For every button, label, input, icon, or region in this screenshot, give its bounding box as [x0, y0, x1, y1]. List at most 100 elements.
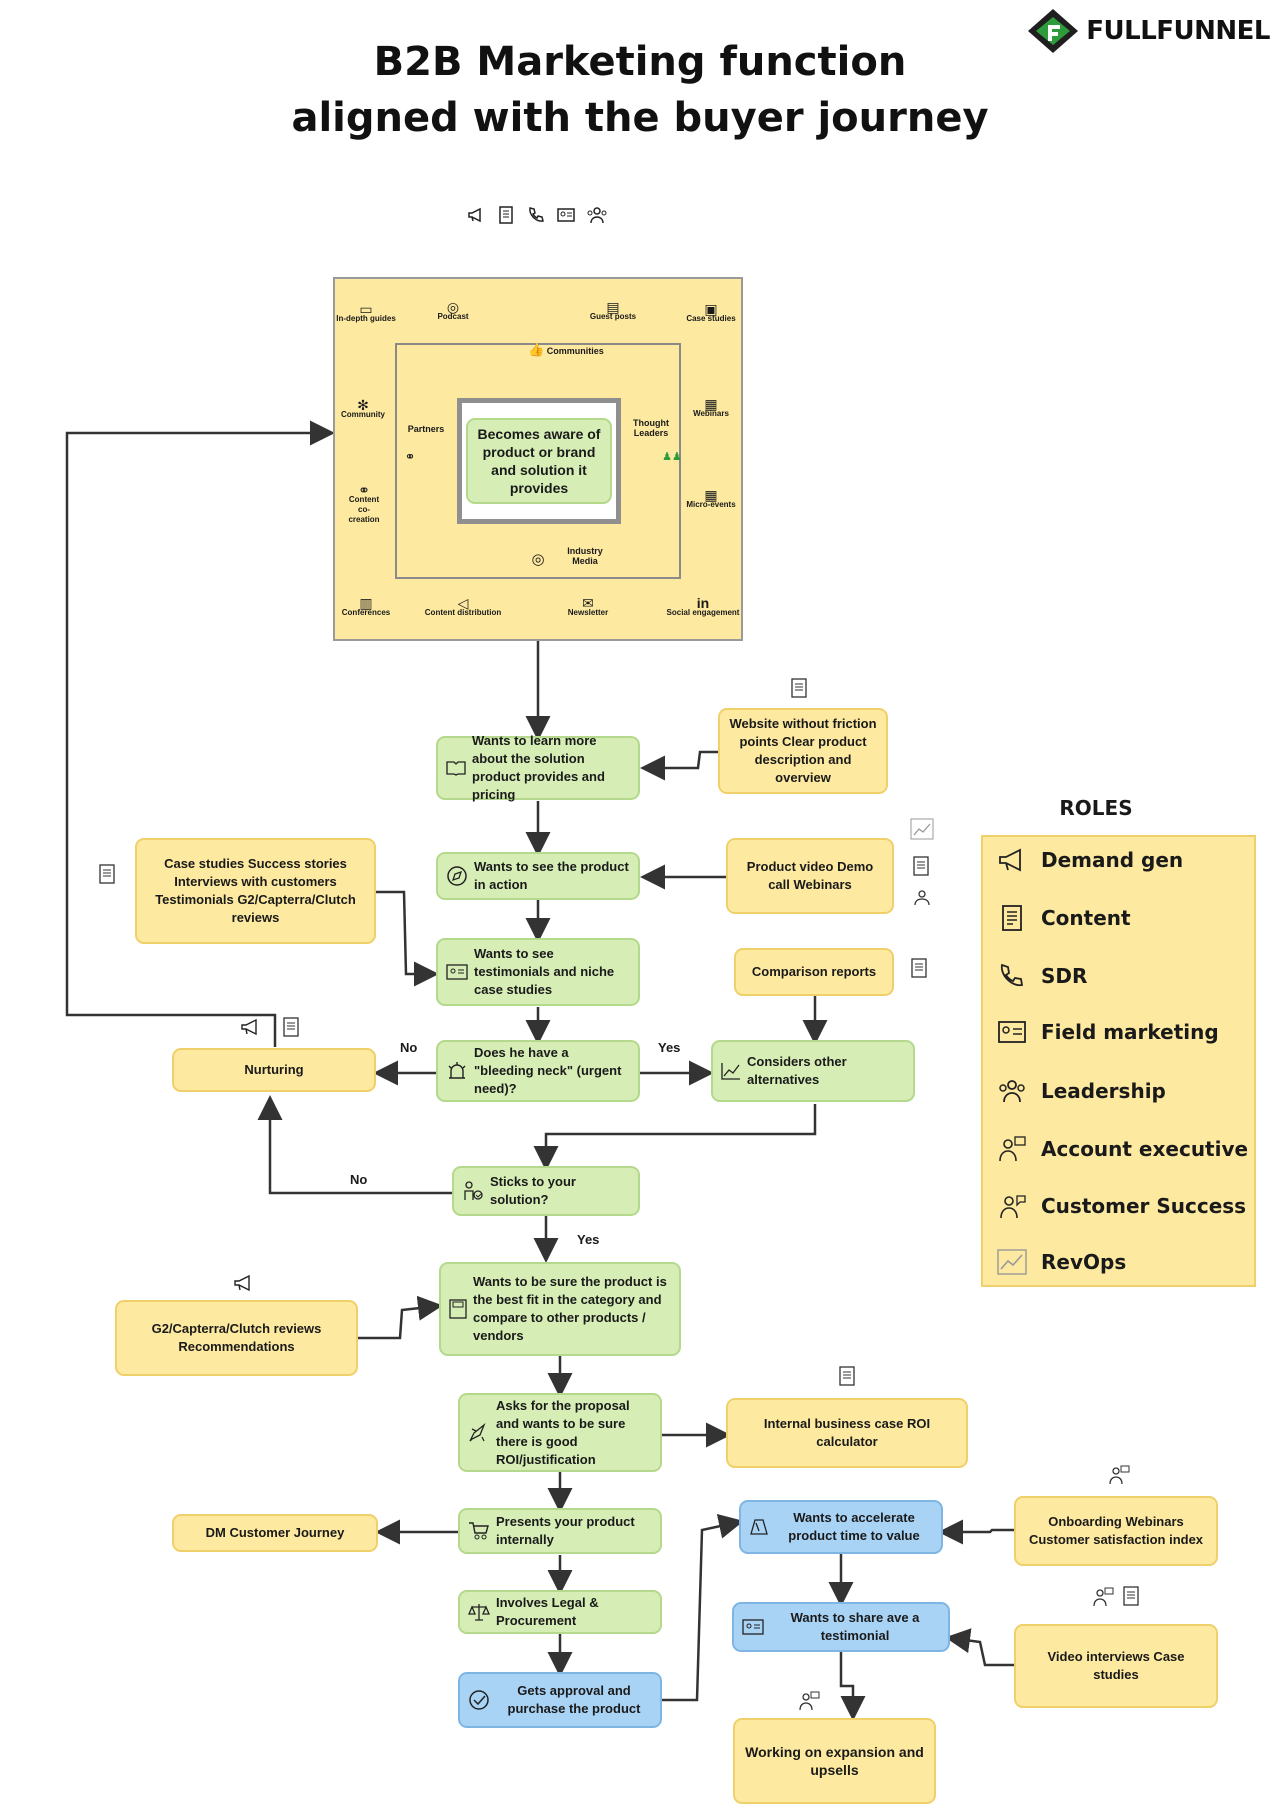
check-circle-icon — [468, 1689, 490, 1711]
id-card-icon — [557, 208, 575, 222]
webinar-icon: ▦ — [704, 396, 718, 412]
channel-content-distribution: ◁Content distribution — [424, 595, 502, 617]
node-g2-recommendations: G2/Capterra/Clutch reviews Recommendatio… — [115, 1300, 358, 1376]
channel-conferences: ▥Conferences — [336, 595, 396, 618]
megaphone-icon — [240, 1018, 262, 1041]
roles-title: ROLES — [1059, 796, 1133, 820]
calendar-icon: ▦ — [704, 487, 718, 503]
role-field-marketing: Field marketing — [997, 1019, 1219, 1045]
role-account-executive: Account executive — [997, 1135, 1248, 1163]
book-icon — [446, 760, 466, 776]
fullfunnel-logo-icon — [1028, 9, 1079, 53]
person-icon — [912, 888, 932, 913]
conference-icon: ▥ — [359, 595, 373, 611]
megaphone-icon: ◁ — [457, 595, 469, 611]
brand-name: FULLFUNNEL — [1086, 16, 1270, 46]
compass-icon — [446, 865, 468, 887]
node-comparison: Comparison reports — [734, 948, 894, 996]
edge-label-yes: Yes — [577, 1232, 600, 1247]
document-icon — [98, 864, 116, 889]
people-icon: ♟♟ — [662, 451, 682, 463]
node-expansion: Working on expansion and upsells — [733, 1718, 936, 1804]
channel-case-studies: ▣Case studies — [681, 301, 741, 324]
speedometer-icon — [749, 1517, 769, 1537]
node-learn-more: Wants to learn more about the solution p… — [436, 733, 640, 802]
customer-success-icon — [1092, 1586, 1114, 1613]
node-video-interviews: Video interviews Case studies — [1014, 1624, 1218, 1708]
roles-legend: Demand gen Content SDR Field marketing L… — [981, 835, 1256, 1287]
document-icon — [910, 958, 928, 983]
node-testimonials: Wants to see testimonials and niche case… — [436, 938, 640, 1006]
id-card-icon — [742, 1618, 764, 1636]
revops-chart-icon — [997, 1249, 1027, 1275]
phone-icon — [1000, 963, 1024, 987]
document-icon — [1002, 905, 1022, 931]
handshake-icon: ⚭ — [404, 449, 416, 464]
edge-label-yes: Yes — [658, 1040, 681, 1055]
node-presents: Presents your product internally — [458, 1508, 662, 1554]
envelope-icon: ✉ — [582, 595, 594, 611]
community-icon: ✻ — [357, 397, 369, 413]
team-icon — [587, 207, 607, 224]
node-alternatives: Considers other alternatives — [711, 1040, 915, 1102]
edge-label-no: No — [400, 1040, 418, 1055]
industry-media-label: Industry Media — [567, 546, 603, 566]
thought-leaders-label: Thought Leaders — [633, 418, 669, 438]
node-dm-journey: DM Customer Journey — [172, 1514, 378, 1552]
title-line-2: aligned with the buyer journey — [291, 95, 989, 141]
phone-icon — [529, 207, 544, 222]
node-website: Website without friction points Clear pr… — [718, 708, 888, 794]
team-icon — [999, 1080, 1025, 1103]
id-card-icon — [446, 963, 468, 981]
document-icon — [282, 1017, 300, 1042]
role-revops: RevOps — [997, 1249, 1126, 1275]
customer-success-icon — [798, 1690, 820, 1717]
roles-icon-strip — [466, 205, 608, 225]
channel-in-depth-guides: ▭In-depth guides — [336, 301, 396, 323]
channel-newsletter: ✉Newsletter — [558, 595, 618, 618]
scales-icon — [468, 1602, 490, 1622]
linkedin-icon: in — [696, 595, 710, 611]
awareness-inner-frame — [395, 343, 681, 579]
map-icon: ▭ — [359, 301, 373, 317]
role-demand-gen: Demand gen — [997, 847, 1183, 873]
node-nurturing: Nurturing — [172, 1048, 376, 1092]
document-icon: ▣ — [704, 301, 718, 317]
document-icon — [790, 678, 808, 703]
node-share-testimonial: Wants to share ave a testimonial — [732, 1602, 950, 1652]
edge-label-no: No — [350, 1172, 368, 1187]
node-roi-calculator: Internal business case ROI calculator — [726, 1398, 968, 1468]
megaphone-icon — [999, 848, 1021, 872]
document-icon — [499, 206, 513, 224]
node-approval: Gets approval and purchase the product — [458, 1672, 662, 1728]
rocket-icon — [468, 1422, 490, 1443]
role-leadership: Leadership — [997, 1077, 1166, 1105]
node-proposal: Asks for the proposal and wants to be su… — [458, 1393, 662, 1472]
channel-community: ✻Community — [333, 397, 393, 420]
chart-icon — [910, 818, 934, 845]
role-content: Content — [997, 904, 1131, 932]
trend-chart-icon — [721, 1062, 741, 1080]
channel-micro-events: ▦Micro-events — [681, 487, 741, 510]
cart-icon — [468, 1521, 490, 1541]
customer-success-icon — [1108, 1464, 1130, 1491]
podcast-icon: ◎ — [446, 299, 460, 315]
newspaper-icon: ▤ — [606, 299, 620, 315]
node-see-product: Wants to see the product in action — [436, 852, 640, 900]
role-customer-success: Customer Success — [997, 1192, 1246, 1220]
node-case-studies: Case studies Success stories Interviews … — [135, 838, 376, 944]
role-sdr: SDR — [997, 962, 1087, 990]
megaphone-icon — [233, 1274, 255, 1297]
page-title: B2B Marketing function aligned with the … — [0, 34, 1280, 146]
node-bleeding-neck: Does he have a "bleeding neck" (urgent n… — [436, 1040, 640, 1102]
node-legal: Involves Legal & Procurement — [458, 1590, 662, 1634]
document-icon — [1122, 1586, 1140, 1611]
channel-content-cocreation: ⚭Content co-creation — [345, 483, 383, 525]
person-check-icon — [462, 1180, 484, 1202]
alarm-icon — [446, 1060, 468, 1082]
title-line-1: B2B Marketing function — [373, 39, 907, 85]
document-icon — [838, 1366, 856, 1391]
node-sticks: Sticks to your solution? — [452, 1166, 640, 1216]
channel-podcast: ◎Podcast — [423, 299, 483, 322]
